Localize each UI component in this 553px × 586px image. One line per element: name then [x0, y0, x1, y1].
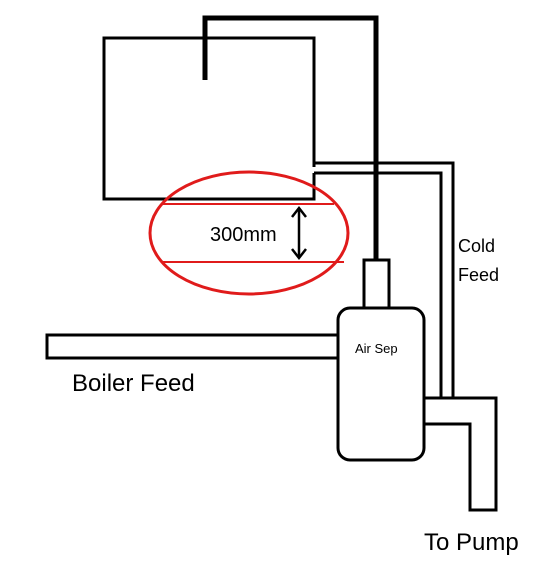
boiler-feed-pipe — [45, 333, 341, 360]
header-tank — [102, 36, 316, 201]
highlight-ellipse — [148, 170, 350, 296]
cold-feed-label-line1: Cold — [458, 236, 495, 256]
boiler-feed-label: Boiler Feed — [72, 370, 195, 397]
air-separator-vent-stub — [362, 258, 391, 312]
vent-pipe — [202, 15, 379, 260]
dimension-label: 300mm — [210, 224, 277, 246]
cold-feed-pipe-inner — [314, 171, 443, 398]
dimension-arrow-icon — [291, 205, 307, 261]
cold-feed-pipe-outer — [314, 161, 455, 398]
air-separator-label: Air Sep — [355, 341, 398, 356]
to-pump-label: To Pump — [424, 529, 519, 556]
air-separator-body — [336, 306, 426, 462]
pump-outlet-pipe — [424, 396, 498, 512]
cold-feed-label-line2: Feed — [458, 265, 499, 285]
